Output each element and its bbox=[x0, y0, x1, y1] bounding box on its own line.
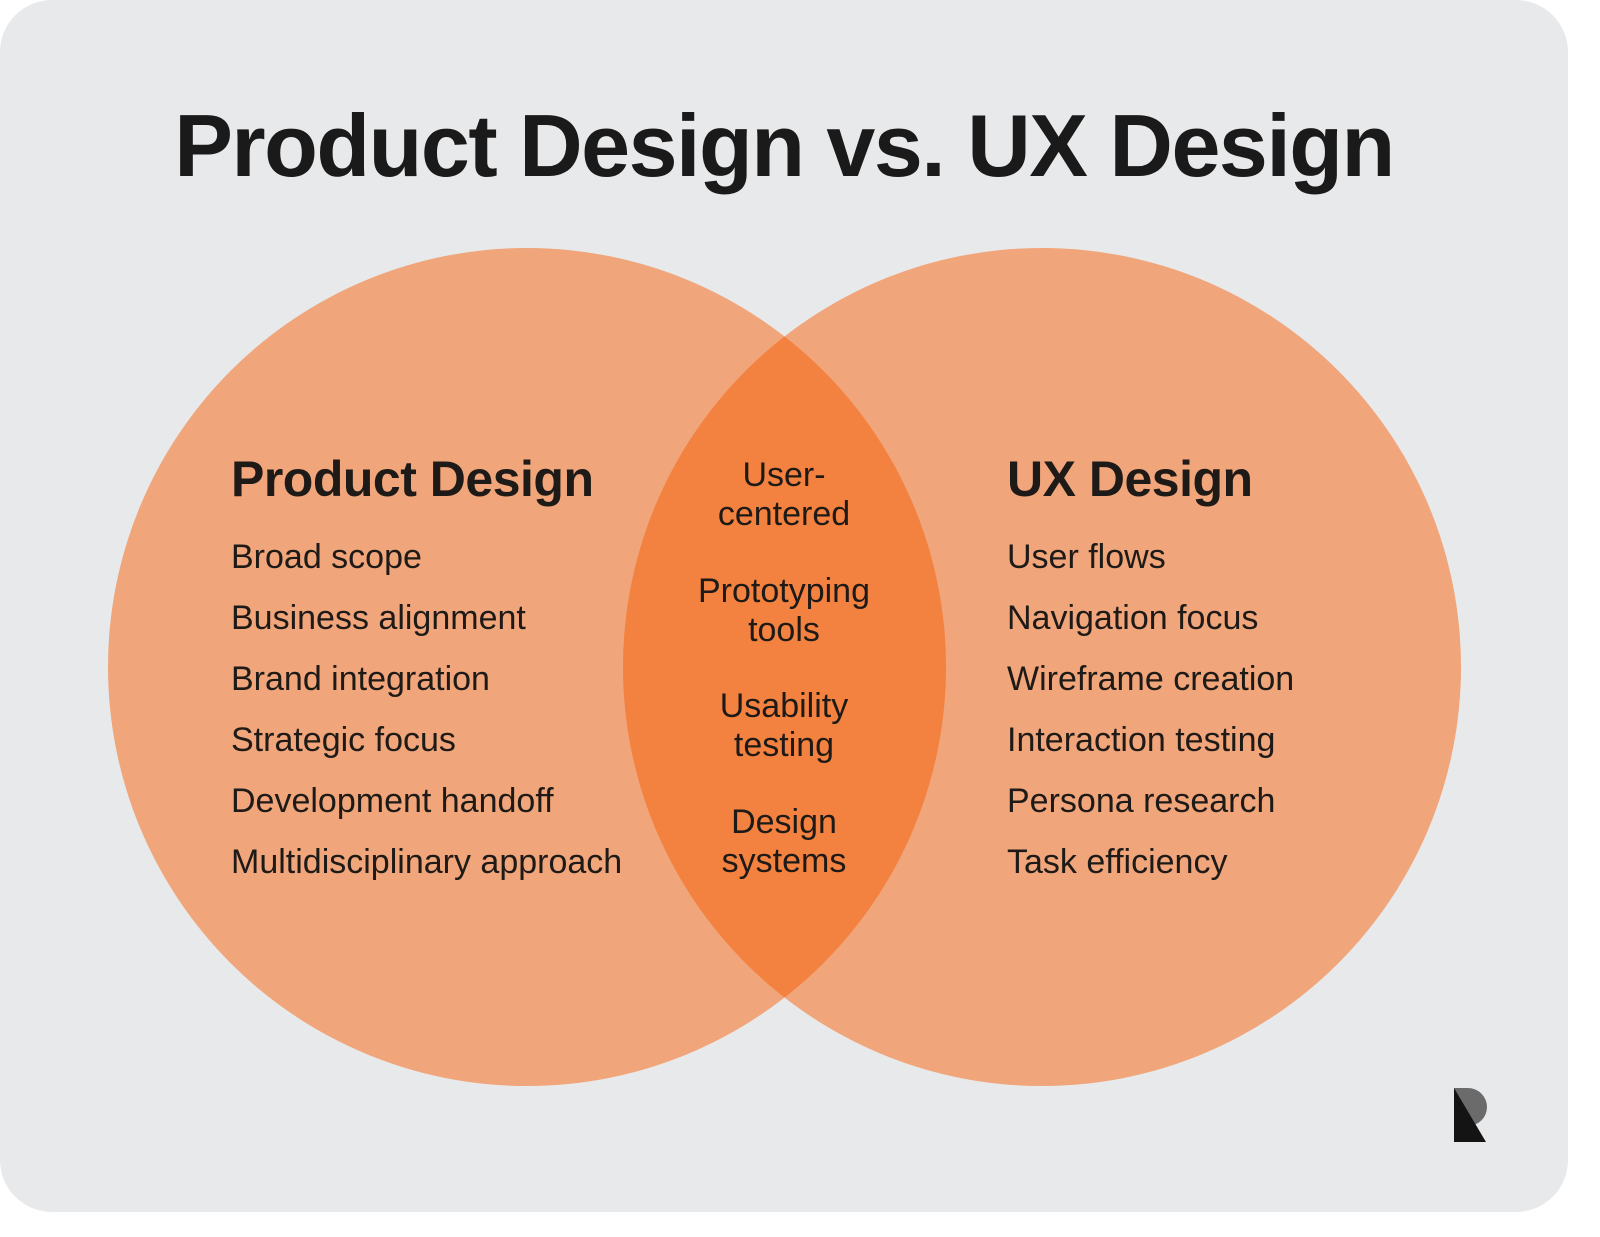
product-design-heading: Product Design bbox=[231, 451, 594, 507]
overlap-text: tools bbox=[748, 611, 820, 649]
overlap-region bbox=[623, 248, 946, 1086]
list-item: Interaction testing bbox=[1007, 721, 1276, 759]
product-design-column: Product Design Broad scope Business alig… bbox=[231, 452, 622, 893]
list-item: Navigation focus bbox=[1007, 599, 1259, 637]
overlap-text: centered bbox=[717, 495, 851, 533]
list-item: User flows bbox=[1007, 538, 1166, 576]
list-item: Multidisciplinary approach bbox=[231, 843, 623, 881]
overlap-text: Prototyping bbox=[698, 572, 870, 610]
overlap-text: Usability bbox=[719, 687, 849, 725]
r-logo-icon bbox=[1454, 1088, 1487, 1142]
overlap-text: User- bbox=[742, 456, 826, 494]
list-item: Business alignment bbox=[231, 599, 526, 637]
overlap-item: Design systems bbox=[634, 803, 934, 881]
venn-diagram bbox=[108, 248, 1461, 1086]
ux-design-heading: UX Design bbox=[1007, 451, 1253, 507]
list-item: Task efficiency bbox=[1007, 843, 1228, 881]
overlap-item: Usability testing bbox=[634, 687, 934, 765]
overlap-text: systems bbox=[721, 842, 847, 880]
ux-design-column: UX Design User flows Navigation focus Wi… bbox=[1007, 452, 1294, 893]
overlap-text: Design bbox=[731, 803, 837, 841]
list-item: Wireframe creation bbox=[1007, 660, 1295, 698]
list-item: Development handoff bbox=[231, 782, 554, 820]
infographic-card: Product Design vs. UX Design Product Des… bbox=[0, 0, 1568, 1212]
overlap-text: testing bbox=[733, 726, 835, 764]
overlap-item: User- centered bbox=[634, 456, 934, 534]
page-title: Product Design vs. UX Design bbox=[174, 96, 1395, 195]
list-item: Broad scope bbox=[231, 538, 422, 576]
list-item: Persona research bbox=[1007, 782, 1276, 820]
list-item: Brand integration bbox=[231, 660, 490, 698]
overlap-item: Prototyping tools bbox=[634, 572, 934, 650]
list-item: Strategic focus bbox=[231, 721, 456, 759]
